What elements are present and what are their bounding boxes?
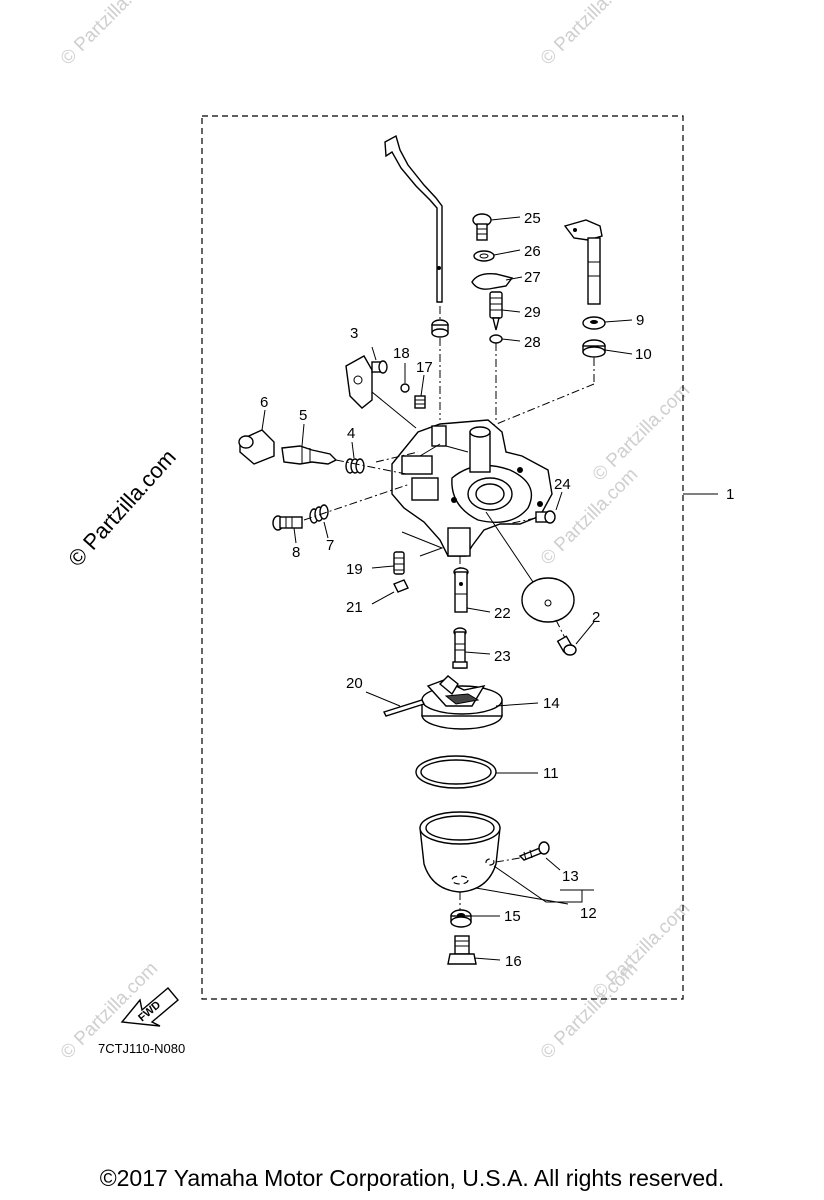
rod-bushing [431, 319, 449, 338]
float-14 [421, 675, 503, 730]
callout-29: 29 [524, 304, 541, 321]
callout-21: 21 [346, 599, 363, 616]
callout-19: 19 [346, 561, 363, 578]
pilot-screw-5 [281, 445, 338, 465]
throttle-plate [345, 355, 373, 409]
callout-2: 2 [592, 609, 600, 626]
screw-25 [472, 213, 492, 241]
watermark-main: © Partzilla.com [63, 444, 181, 571]
callout-12: 12 [580, 905, 597, 922]
callout-5: 5 [299, 407, 307, 424]
pin-20 [383, 699, 425, 717]
callout-20: 20 [346, 675, 363, 692]
screw-8 [272, 515, 303, 531]
drain-bolt-16 [447, 935, 477, 965]
callout-8: 8 [292, 544, 300, 561]
washer-15 [450, 909, 472, 928]
spring-7 [309, 504, 329, 524]
callout-6: 6 [260, 394, 268, 411]
float-bowl-12 [419, 811, 501, 893]
callout-16: 16 [505, 953, 522, 970]
bushing-10 [582, 339, 606, 358]
screw-24 [535, 510, 556, 524]
washer-26 [473, 250, 495, 262]
callout-27: 27 [524, 269, 541, 286]
ball-18 [400, 383, 410, 393]
watermark-top-left: © Partzilla.com [57, 0, 162, 70]
watermark-top-right: © Partzilla.com [537, 0, 642, 70]
main-nozzle-22 [453, 567, 469, 613]
callout-23: 23 [494, 648, 511, 665]
screw-2 [556, 635, 577, 656]
callout-28: 28 [524, 334, 541, 351]
screw-3 [371, 360, 388, 374]
callout-17: 17 [416, 359, 433, 376]
plate-27 [471, 272, 514, 290]
screw-13 [518, 841, 550, 861]
callouts: 1 2 3 4 5 6 7 8 9 10 11 12 13 14 15 16 1… [260, 210, 734, 970]
spring-4 [345, 458, 365, 474]
callout-4: 4 [347, 425, 355, 442]
callout-25: 25 [524, 210, 541, 227]
callout-10: 10 [635, 346, 652, 363]
seal-9 [582, 316, 606, 330]
callout-7: 7 [326, 537, 334, 554]
callout-26: 26 [524, 243, 541, 260]
callout-24: 24 [554, 476, 571, 493]
copyright-notice: ©2017 Yamaha Motor Corporation, U.S.A. A… [99, 1165, 725, 1191]
gasket-11 [415, 755, 497, 789]
throttle-rod [384, 134, 443, 303]
choke-shaft [563, 219, 603, 305]
watermark-mid-right-1: © Partzilla.com [589, 380, 694, 485]
callout-18: 18 [393, 345, 410, 362]
watermark-bottom-right-2: © Partzilla.com [589, 898, 694, 1003]
spring-17 [414, 395, 426, 409]
faint-watermarks: © Partzilla.com © Partzilla.com © Partzi… [57, 0, 694, 1064]
callout-3: 3 [350, 325, 358, 342]
o-ring-28 [489, 334, 503, 344]
callout-9: 9 [636, 312, 644, 329]
carburetor-body [391, 419, 553, 557]
callout-1: 1 [726, 486, 734, 503]
callout-11: 11 [543, 765, 559, 782]
diagram-code: 7CTJ110-N080 [98, 1041, 185, 1056]
callout-14: 14 [543, 695, 560, 712]
main-jet-23 [452, 627, 468, 669]
assembly-border [201, 115, 684, 1000]
cap-6 [238, 429, 275, 465]
callout-13: 13 [562, 868, 579, 885]
jet-19 [393, 551, 405, 575]
callout-15: 15 [504, 908, 521, 925]
washer-21 [393, 579, 409, 593]
callout-22: 22 [494, 605, 511, 622]
choke-plate [521, 577, 575, 623]
needle-29 [489, 291, 503, 331]
